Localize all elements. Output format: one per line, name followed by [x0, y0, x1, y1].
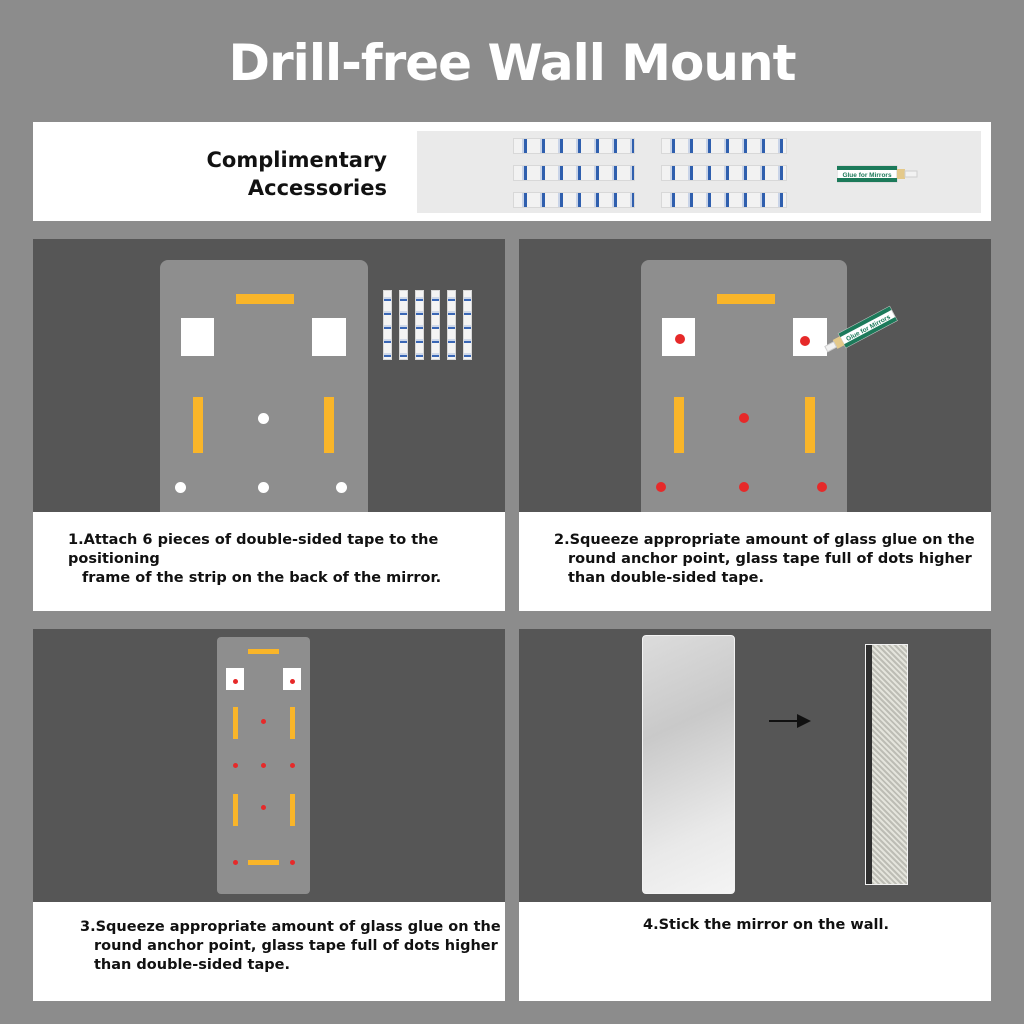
accessories-image: Glue for Mirrors [417, 131, 981, 213]
step-3-illustration [33, 629, 505, 902]
caption-line: than double-sided tape. [94, 957, 290, 973]
glue-dot [739, 482, 749, 492]
step-panel-2: Glue for Mirrors 2.Squeeze appropriate a… [519, 239, 991, 611]
page-title: Drill-free Wall Mount [228, 34, 797, 92]
caption-line: 4.Stick the mirror on the wall. [643, 917, 890, 933]
accessories-label: Complimentary Accessories [193, 146, 387, 202]
arrow-right-icon [769, 713, 811, 733]
accessories-label-line2: Accessories [247, 176, 387, 200]
glue-tube-icon: Glue for Mirrors [821, 303, 911, 357]
tape-slot [193, 397, 203, 453]
tape-strip-icon [661, 138, 787, 154]
mirror-edge [866, 645, 872, 884]
tape-strip-icon [383, 290, 392, 360]
step-4-caption: 4.Stick the mirror on the wall. [643, 916, 889, 935]
tape-slot [248, 649, 279, 654]
step-panel-4: 4.Stick the mirror on the wall. [519, 629, 991, 1001]
tape-slot [233, 707, 238, 739]
glue-dot [261, 805, 266, 810]
glue-dot [800, 336, 810, 346]
glue-dot [817, 482, 827, 492]
tape-slot [674, 397, 684, 453]
anchor-point [336, 482, 347, 493]
step-4-illustration [519, 629, 991, 902]
anchor-point [175, 482, 186, 493]
anchor-square [283, 668, 301, 690]
glue-dot [290, 679, 295, 684]
glue-dot [739, 413, 749, 423]
mirror-back-plate [217, 637, 310, 894]
glue-dot [290, 763, 295, 768]
anchor-square [793, 318, 827, 356]
step-1-caption: 1.Attach 6 pieces of double-sided tape t… [68, 531, 505, 588]
glue-dot [233, 860, 238, 865]
caption-line: 3.Squeeze appropriate amount of glass gl… [80, 919, 501, 935]
anchor-square [662, 318, 695, 356]
mirror-front [642, 635, 735, 894]
caption-line: than double-sided tape. [568, 570, 764, 586]
wall-mounted-mirror [865, 644, 908, 885]
anchor-square [226, 668, 244, 690]
glue-dot [675, 334, 685, 344]
glue-dot [656, 482, 666, 492]
anchor-square [312, 318, 346, 356]
accessories-banner: Complimentary Accessories Glue for Mirro… [33, 122, 991, 221]
glue-dot [233, 763, 238, 768]
mirror-texture [872, 645, 907, 884]
tape-slot [248, 860, 279, 865]
glue-dot [290, 860, 295, 865]
glue-dot [233, 679, 238, 684]
caption-line: 2.Squeeze appropriate amount of glass gl… [554, 532, 975, 548]
tape-strip-icon [661, 192, 787, 208]
anchor-point [258, 413, 269, 424]
glue-label: Glue for Mirrors [842, 172, 892, 179]
tape-slot [233, 794, 238, 826]
anchor-square [181, 318, 214, 356]
tape-strip-icon [399, 290, 408, 360]
step-3-caption: 3.Squeeze appropriate amount of glass gl… [80, 918, 501, 975]
step-panel-1: 1.Attach 6 pieces of double-sided tape t… [33, 239, 505, 611]
tape-slot [717, 294, 775, 304]
caption-line: round anchor point, glass tape full of d… [94, 938, 498, 954]
tape-slot [290, 794, 295, 826]
tape-strip-icon [447, 290, 456, 360]
tape-slot [324, 397, 334, 453]
tape-slot [805, 397, 815, 453]
tape-strip-icon [513, 165, 635, 181]
glue-dot [261, 719, 266, 724]
tape-slot [290, 707, 295, 739]
caption-line: frame of the strip on the back of the mi… [82, 570, 442, 586]
tape-strip-icon [431, 290, 440, 360]
anchor-point [258, 482, 269, 493]
tape-strip-icon [661, 165, 787, 181]
tape-strip-icon [463, 290, 472, 360]
tape-strip-icon [513, 192, 635, 208]
caption-line: 1.Attach 6 pieces of double-sided tape t… [68, 532, 439, 567]
step-2-illustration: Glue for Mirrors [519, 239, 991, 512]
glue-dot [261, 763, 266, 768]
step-1-illustration [33, 239, 505, 512]
accessories-label-line1: Complimentary [206, 148, 387, 172]
tape-slot [236, 294, 294, 304]
step-panel-3: 3.Squeeze appropriate amount of glass gl… [33, 629, 505, 1001]
glue-tube-icon: Glue for Mirrors [836, 165, 919, 187]
tape-strip-icon [513, 138, 635, 154]
step-2-caption: 2.Squeeze appropriate amount of glass gl… [554, 531, 975, 588]
caption-line: round anchor point, glass tape full of d… [568, 551, 972, 567]
tape-strip-icon [415, 290, 424, 360]
mirror-back-plate [641, 260, 847, 512]
mirror-back-plate [160, 260, 368, 512]
